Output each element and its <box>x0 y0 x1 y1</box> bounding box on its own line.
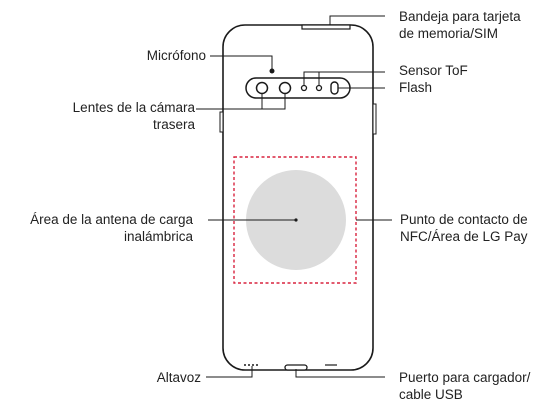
lens-callout <box>261 93 286 110</box>
label-nfc-area-line-1: Punto de contacto de <box>400 212 528 227</box>
label-speaker: Altavoz <box>156 370 201 385</box>
label-charger-port-line-1: Puerto para cargador/ <box>399 370 531 385</box>
label-tray: Bandeja para tarjeta de memoria/SIM <box>399 8 521 42</box>
label-charger-port-line-2: cable USB <box>399 387 463 402</box>
label-rear-lenses-line-1: Lentes de la cámara <box>72 100 195 115</box>
label-flash: Flash <box>399 80 433 95</box>
nfc-area <box>233 156 357 284</box>
tray-callout <box>329 15 385 25</box>
speaker-callout <box>206 366 253 378</box>
label-wireless-antenna: Área de la antena de carga inalámbrica <box>30 211 193 245</box>
antenna-callout-dot <box>294 218 298 222</box>
label-nfc-area-line-2: NFC/Área de LG Pay <box>400 229 528 244</box>
rear-lens-right <box>278 81 292 95</box>
label-tray-line-2: de memoria/SIM <box>399 26 499 41</box>
tof-callout <box>303 71 320 85</box>
flash-led <box>330 81 339 95</box>
label-wireless-antenna-line-1: Área de la antena de carga <box>30 212 193 227</box>
side-button <box>219 111 224 133</box>
label-nfc-area: Punto de contacto de NFC/Área de LG Pay <box>400 211 528 245</box>
label-rear-lenses-line-2: trasera <box>152 117 195 132</box>
label-tray-line-1: Bandeja para tarjeta <box>399 9 521 24</box>
label-microphone: Micrófono <box>146 48 206 63</box>
label-charger-port: Puerto para cargador/ cable USB <box>399 369 530 403</box>
label-wireless-antenna-line-2: inalámbrica <box>123 229 193 244</box>
microphone-hole <box>269 68 275 74</box>
tof-sensor-left <box>300 84 308 92</box>
label-tof-sensor: Sensor ToF <box>399 63 468 78</box>
microphone-callout <box>210 55 273 70</box>
tof-sensor-right <box>315 84 323 92</box>
side-button <box>372 103 377 135</box>
rear-lens-left <box>255 81 269 95</box>
label-rear-lenses: Lentes de la cámara trasera <box>73 99 195 133</box>
card-tray-slot <box>301 24 351 30</box>
usb-callout <box>295 369 385 378</box>
